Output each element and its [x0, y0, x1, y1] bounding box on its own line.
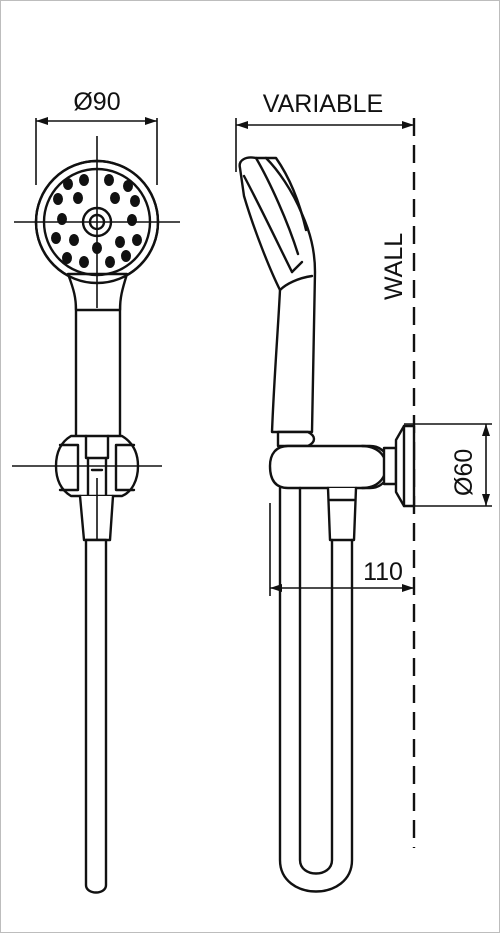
- side-hose: [278, 486, 354, 893]
- side-handset: [238, 156, 317, 434]
- variable-dimension: VARIABLE: [235, 90, 414, 172]
- head-diameter-label: Ø90: [73, 88, 120, 116]
- side-hose-connector: [326, 486, 358, 542]
- flange-diameter-label: Ø60: [450, 449, 478, 496]
- wall-label: WALL: [380, 233, 408, 300]
- handset-body: [74, 290, 122, 442]
- projection-dimension: 110: [269, 503, 414, 596]
- front-view: Ø90: [12, 88, 180, 894]
- front-hose: [84, 538, 108, 894]
- head-diameter-dimension: Ø90: [35, 88, 158, 185]
- side-holder: [268, 424, 416, 508]
- variable-label: VARIABLE: [263, 90, 383, 118]
- flange-diameter-dimension: Ø60: [404, 423, 492, 507]
- spray-nozzles: [51, 174, 142, 268]
- projection-label: 110: [363, 558, 403, 586]
- side-view: VARIABLE WALL Ø60: [235, 90, 492, 893]
